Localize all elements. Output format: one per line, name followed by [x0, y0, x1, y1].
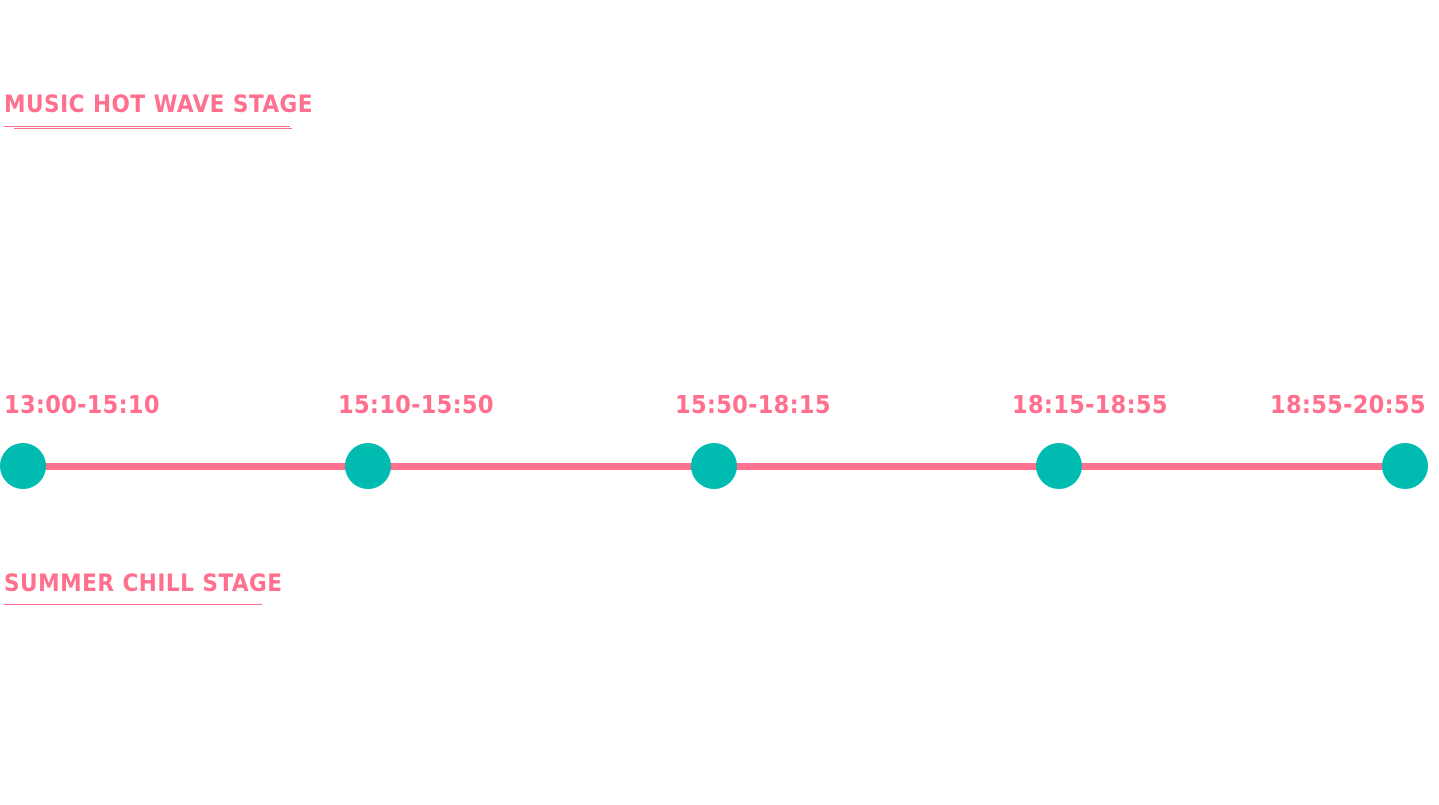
stage-title-text: SUMMER CHILL STAGE: [4, 569, 283, 597]
time-slot-label: 18:15-18:55: [1012, 390, 1168, 419]
stage-title-underline: [14, 128, 292, 129]
stage-title-music-hot-wave: MUSIC HOT WAVE STAGE: [4, 90, 314, 129]
time-slot-label: 15:10-15:50: [338, 390, 494, 419]
timeline-node[interactable]: [1382, 443, 1428, 489]
time-slot-label: 18:55-20:55: [1270, 390, 1426, 419]
stage-title-text: MUSIC HOT WAVE STAGE: [4, 90, 314, 118]
timeline-node[interactable]: [345, 443, 391, 489]
timeline-node[interactable]: [1036, 443, 1082, 489]
stage-title-underline: [4, 126, 290, 127]
timeline-node[interactable]: [0, 443, 46, 489]
schedule-timeline: 13:00-15:10 15:10-15:50 15:50-18:15 18:1…: [0, 380, 1439, 500]
time-slot-label: 15:50-18:15: [675, 390, 831, 419]
stage-title-summer-chill: SUMMER CHILL STAGE: [4, 569, 283, 605]
timeline-node[interactable]: [691, 443, 737, 489]
stage-title-underline: [4, 604, 262, 605]
time-slot-label: 13:00-15:10: [4, 390, 160, 419]
